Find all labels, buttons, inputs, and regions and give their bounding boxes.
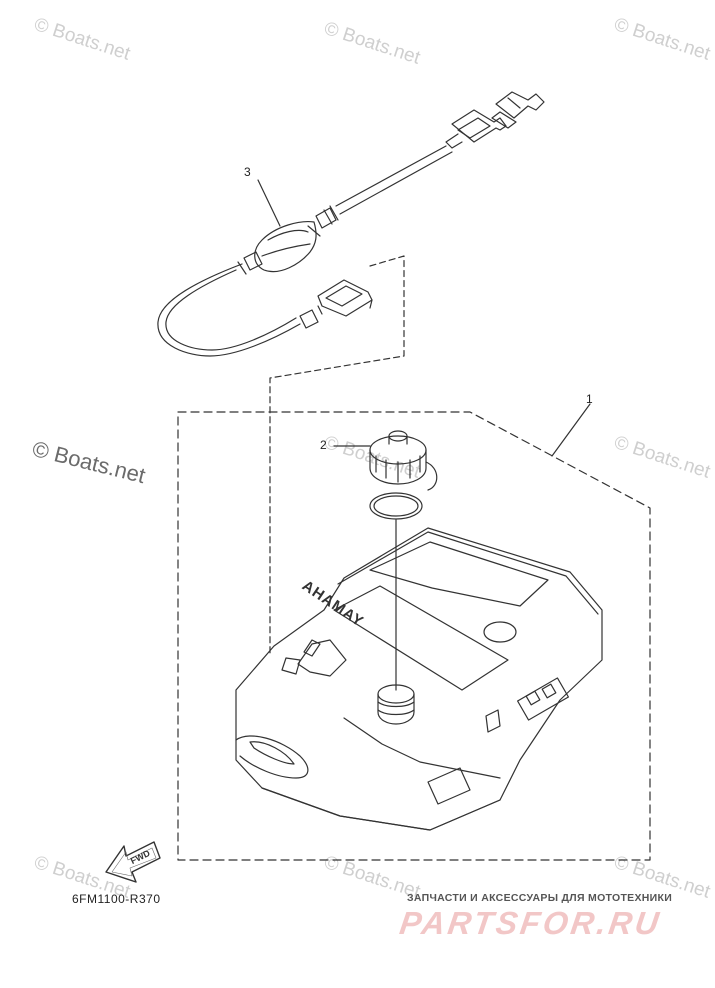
- primer-bulb: [254, 221, 321, 273]
- tank-connector: [317, 279, 373, 317]
- fwd-arrow-icon: [105, 841, 161, 883]
- hose-connector-top: [445, 109, 507, 149]
- diagram-part-code: 6FM1100-R370: [72, 892, 161, 906]
- ad-caption: ЗАПЧАСТИ И АКСЕССУАРЫ ДЛЯ МОТОТЕХНИКИ: [407, 892, 673, 904]
- ad-logo: PARTSFOR.RU: [397, 905, 664, 941]
- fuel-cap: [369, 430, 438, 491]
- callout-1: 1: [586, 392, 593, 406]
- callout-3: 3: [244, 165, 251, 179]
- engine-connector: [491, 91, 545, 129]
- o-ring: [369, 492, 423, 520]
- fuel-tank: [235, 527, 603, 831]
- callout-2: 2: [320, 438, 327, 452]
- fuel-hose-assembly: [157, 91, 545, 657]
